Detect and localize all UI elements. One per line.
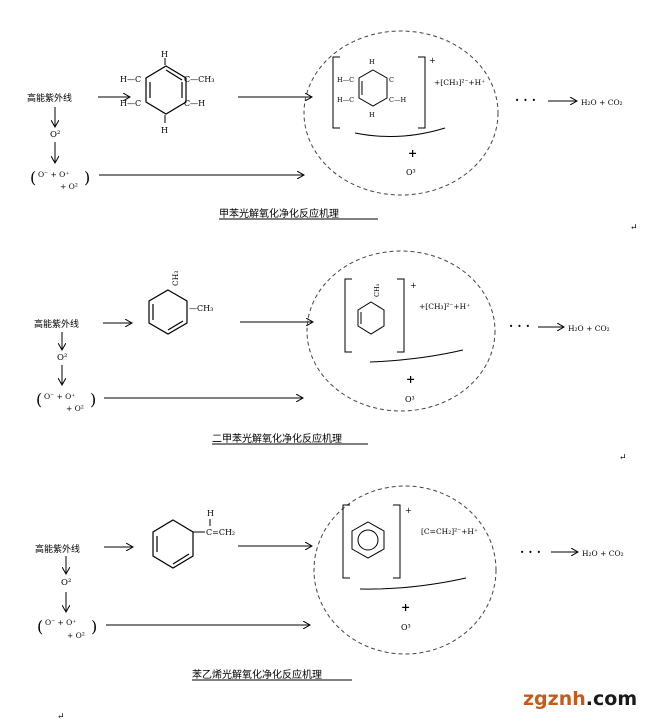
o3-label: O³ (401, 623, 411, 632)
curve (359, 577, 467, 590)
vinyl-group: C=CH₂ (206, 528, 235, 537)
plus-sign: + (406, 373, 415, 386)
inner-molecule: CH₃ (357, 283, 385, 335)
svg-text:H—C: H—C (337, 76, 354, 84)
right-paren: ) (84, 168, 90, 187)
atom-h: H (207, 509, 214, 518)
atom-left-top: H—C (120, 75, 141, 84)
right-paren: ) (90, 390, 96, 409)
o2-label: O² (61, 578, 71, 588)
watermark-domain: .com (586, 688, 637, 710)
left-paren: ( (36, 390, 42, 409)
ions-line2: + O² (60, 182, 78, 191)
left-bracket (344, 278, 352, 353)
panel-xylene: 高能紫外线 O² ( O⁻ + O⁺ + O² ) —CH₃ CH₃ + CH₃… (34, 250, 627, 463)
o3-label: O³ (406, 168, 416, 177)
inner-molecule (351, 521, 385, 559)
svg-text:C: C (389, 76, 394, 84)
panel-caption: 甲苯光解氧化净化反应机理 (219, 207, 339, 220)
left-paren: ( (37, 617, 43, 636)
products-label: H₂O + CO₂ (568, 324, 610, 333)
ions-line1: O⁻ + O⁺ (44, 392, 75, 401)
products-label: H₂O + CO₂ (581, 98, 623, 107)
products-label: H₂O + CO₂ (582, 549, 624, 558)
bracket-charge: + (429, 56, 436, 65)
right-bracket (393, 504, 401, 579)
right-paren: ) (91, 617, 97, 636)
ions-line1: O⁻ + O⁺ (45, 618, 76, 627)
plus-sign: + (408, 147, 417, 160)
fragment-formula: [C=CH₂]²⁻+H⁺ (421, 527, 478, 536)
watermark: zgznh.com (523, 688, 637, 710)
left-bracket (342, 504, 350, 579)
svg-text:H: H (369, 111, 375, 119)
svg-text:CH₃: CH₃ (373, 283, 381, 297)
atom-right-bottom: C—H (184, 99, 205, 108)
watermark-text: zgznh.com (523, 688, 637, 710)
fragment-formula: +[CH₃]²⁻+H⁺ (419, 302, 470, 311)
ions-line2: + O² (66, 404, 84, 413)
ions-line2: + O² (67, 631, 85, 640)
ellipsis: · · · (509, 319, 530, 333)
o3-label: O³ (405, 395, 415, 404)
atom-right-top: C—CH₃ (184, 75, 214, 84)
panel-toluene: 高能紫外线 O² ( O⁻ + O⁺ + O² ) H H—C H—C C—CH… (27, 30, 638, 233)
left-paren: ( (30, 168, 36, 187)
top-group: CH₃ (171, 271, 180, 286)
ions-line1: O⁻ + O⁺ (38, 170, 69, 179)
atom-h-bottom: H (161, 126, 168, 135)
uv-label: 高能紫外线 (34, 318, 79, 330)
svg-text:C—H: C—H (389, 96, 406, 104)
right-bracket (397, 278, 405, 353)
plus-sign: + (401, 601, 410, 614)
panel-styrene: 高能紫外线 O² ( O⁻ + O⁺ + O² ) H C=CH₂ + [C=C… (35, 485, 624, 681)
watermark-main: zgznh (523, 688, 586, 710)
styrene-molecule: H C=CH₂ (152, 509, 235, 569)
uv-label: 高能紫外线 (27, 92, 72, 104)
left-bracket (332, 56, 340, 129)
o2-label: O² (50, 130, 60, 140)
dashed-circle (303, 30, 499, 196)
dashed-circle (306, 250, 496, 412)
ellipsis: · · · (520, 545, 541, 559)
bracket-charge: + (405, 506, 412, 515)
panel-caption: 苯乙烯光解氧化净化反应机理 (192, 668, 322, 681)
right-bracket (418, 56, 426, 129)
fragment-formula: +[CH₃]²⁻+H⁺ (434, 78, 485, 87)
uv-label: 高能紫外线 (35, 543, 80, 555)
dashed-circle (313, 485, 497, 655)
svg-text:H: H (369, 58, 375, 66)
svg-text:H—C: H—C (337, 96, 354, 104)
panel-caption: 二甲苯光解氧化净化反应机理 (212, 432, 342, 445)
bracket-charge: + (410, 281, 417, 290)
curve (354, 127, 446, 138)
paragraph-mark: ↵ (57, 712, 65, 720)
o2-label: O² (57, 353, 67, 363)
inner-molecule: H H—C H—C C C—H H (337, 58, 406, 119)
toluene-molecule: H H—C H—C C—CH₃ C—H H (120, 50, 214, 135)
curve (369, 349, 464, 363)
atom-left-bottom: H—C (120, 99, 141, 108)
paragraph-mark: ↵ (630, 223, 638, 233)
atom-h-top: H (161, 50, 168, 59)
ellipsis: · · · (515, 93, 536, 107)
substituent: —CH₃ (189, 304, 213, 313)
paragraph-mark: ↵ (619, 453, 627, 463)
xylene-molecule: —CH₃ CH₃ (148, 271, 213, 335)
